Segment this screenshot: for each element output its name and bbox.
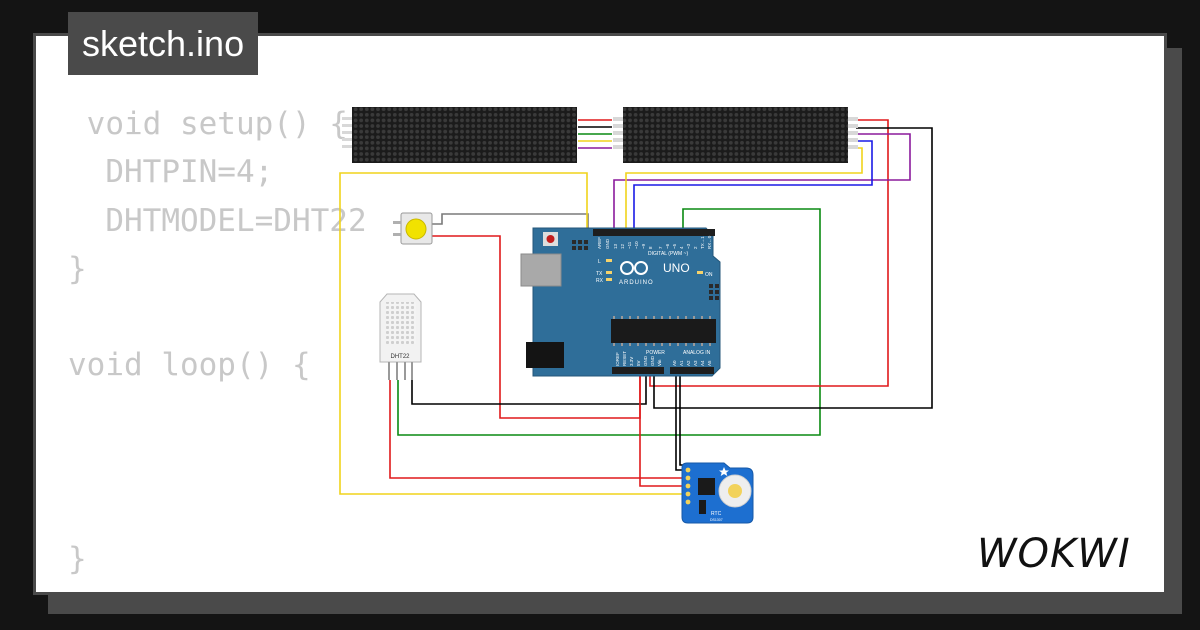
rtc-module[interactable]: RTC DS1307 [681, 462, 754, 524]
code-line: DHTPIN=4; [68, 154, 274, 191]
pin-label: 13 [613, 243, 618, 249]
wire-dht-black[interactable] [411, 370, 647, 405]
pin-label: RESET [622, 351, 627, 366]
button-cap[interactable] [405, 218, 427, 240]
dht22-sensor[interactable]: DHT22 [379, 293, 422, 380]
pin-label: A4 [700, 360, 705, 366]
pin-label: 4 [679, 246, 684, 249]
pin-label: 5V [636, 360, 641, 366]
board-name: UNO [663, 261, 690, 275]
on-label: ON [705, 272, 713, 278]
pin-label: A1 [679, 360, 684, 366]
rtc-crystal [699, 500, 706, 514]
pin-label: RX←0 [707, 235, 712, 249]
pin-label: 7 [658, 246, 663, 249]
pin-label: ~6 [665, 243, 670, 249]
wire-matrix-black[interactable] [653, 127, 933, 409]
digital-header-label: DIGITAL (PWM ~) [648, 251, 688, 257]
pin-label: GND [643, 355, 648, 366]
rtc-chip-label: DS1307 [710, 518, 723, 522]
wire-yellow-rtc[interactable] [339, 172, 688, 495]
pin-label: GND [650, 355, 655, 366]
code-line: DHTMODEL=DHT22 [68, 202, 367, 239]
analog-header-pins[interactable] [670, 367, 714, 374]
pin-label: 12 [620, 243, 625, 249]
wire-button-gray[interactable] [432, 213, 589, 236]
wire-rtc-black[interactable] [675, 370, 688, 471]
pin-label: 3.3V [629, 357, 634, 366]
led-on [697, 271, 703, 274]
wires [339, 119, 933, 495]
pin-label: IOREF [615, 352, 620, 366]
code-line: void setup() { [68, 106, 348, 142]
pin-label: ~9 [641, 243, 646, 249]
analog-label: ANALOG IN [683, 350, 711, 356]
wokwi-wordmark: WOKWI [977, 531, 1131, 577]
pin-label: Vin [657, 359, 662, 366]
led-matrix-left[interactable] [342, 107, 577, 163]
code-line: void loop() { [68, 347, 311, 384]
power-label: POWER [646, 350, 665, 356]
code-line: } [68, 250, 87, 287]
led-label-l: L [598, 259, 601, 265]
power-pin-labels: IOREF RESET 3.3V 5V GND GND Vin A0 A1 A2… [615, 351, 712, 366]
arduino-uno-board[interactable]: L TX RX ON DIGITAL (PWM ~) UNO ARDUINO P… [520, 227, 721, 377]
led-tx [606, 271, 612, 274]
rtc-pins[interactable] [685, 467, 691, 505]
wire-matrix-blue[interactable] [633, 140, 873, 236]
atmega-chip [611, 319, 716, 343]
matrix-pins-right [613, 117, 858, 149]
wire-dht-green[interactable] [397, 208, 821, 436]
pin-label: ~10 [634, 241, 639, 249]
pin-label: ~11 [627, 241, 632, 249]
dht-label: DHT22 [390, 354, 410, 360]
power-jack [526, 342, 564, 368]
digital-header-pins[interactable] [593, 229, 715, 236]
push-button[interactable] [393, 212, 433, 245]
pin-label: A5 [707, 360, 712, 366]
digital-pin-labels: AREF GND 13 12 ~11 ~10 ~9 8 7 ~6 ~5 4 ~3… [597, 235, 712, 249]
arduino-infinity-logo [620, 261, 648, 275]
code-line: } [68, 540, 87, 577]
matrix-pins-left [342, 117, 352, 148]
pin-label: A3 [693, 360, 698, 366]
pin-label: ~3 [686, 243, 691, 249]
rtc-label: RTC [711, 511, 722, 517]
led-matrix-right[interactable] [613, 107, 858, 163]
led-l [606, 259, 612, 262]
pin-label: 2 [693, 246, 698, 249]
pin-label-aref: AREF [597, 237, 602, 249]
power-header-pins[interactable] [612, 367, 664, 374]
led-rx [606, 278, 612, 281]
wokwi-logo: WOKWI [977, 531, 1131, 577]
usb-port [520, 253, 562, 287]
rtc-chip [698, 478, 715, 495]
wire-matrix-red[interactable] [649, 119, 889, 387]
pin-label: TX→1 [700, 236, 705, 249]
wire-rtc-red[interactable] [639, 370, 688, 487]
icsp-header [572, 240, 719, 300]
led-label-rx: RX [596, 278, 604, 284]
pin-label: A2 [686, 360, 691, 366]
board-brand: ARDUINO [619, 280, 654, 286]
led-label-tx: TX [596, 271, 603, 277]
pin-label: 8 [648, 246, 653, 249]
pin-label: GND [605, 238, 610, 249]
wire-matrix-purple[interactable] [613, 133, 911, 236]
code-preview: void setup() { DHTPIN=4; DHTMODEL=DHT22 … [68, 100, 367, 583]
adafruit-star-icon [719, 467, 729, 476]
wire-rtc-black-b[interactable] [679, 370, 688, 466]
wire-dht-red[interactable] [389, 380, 688, 479]
sketch-file-tab[interactable]: sketch.ino [68, 12, 259, 75]
pin-label: ~5 [672, 243, 677, 249]
pin-label: A0 [672, 360, 677, 366]
wire-matrix-yellow[interactable] [625, 147, 863, 236]
